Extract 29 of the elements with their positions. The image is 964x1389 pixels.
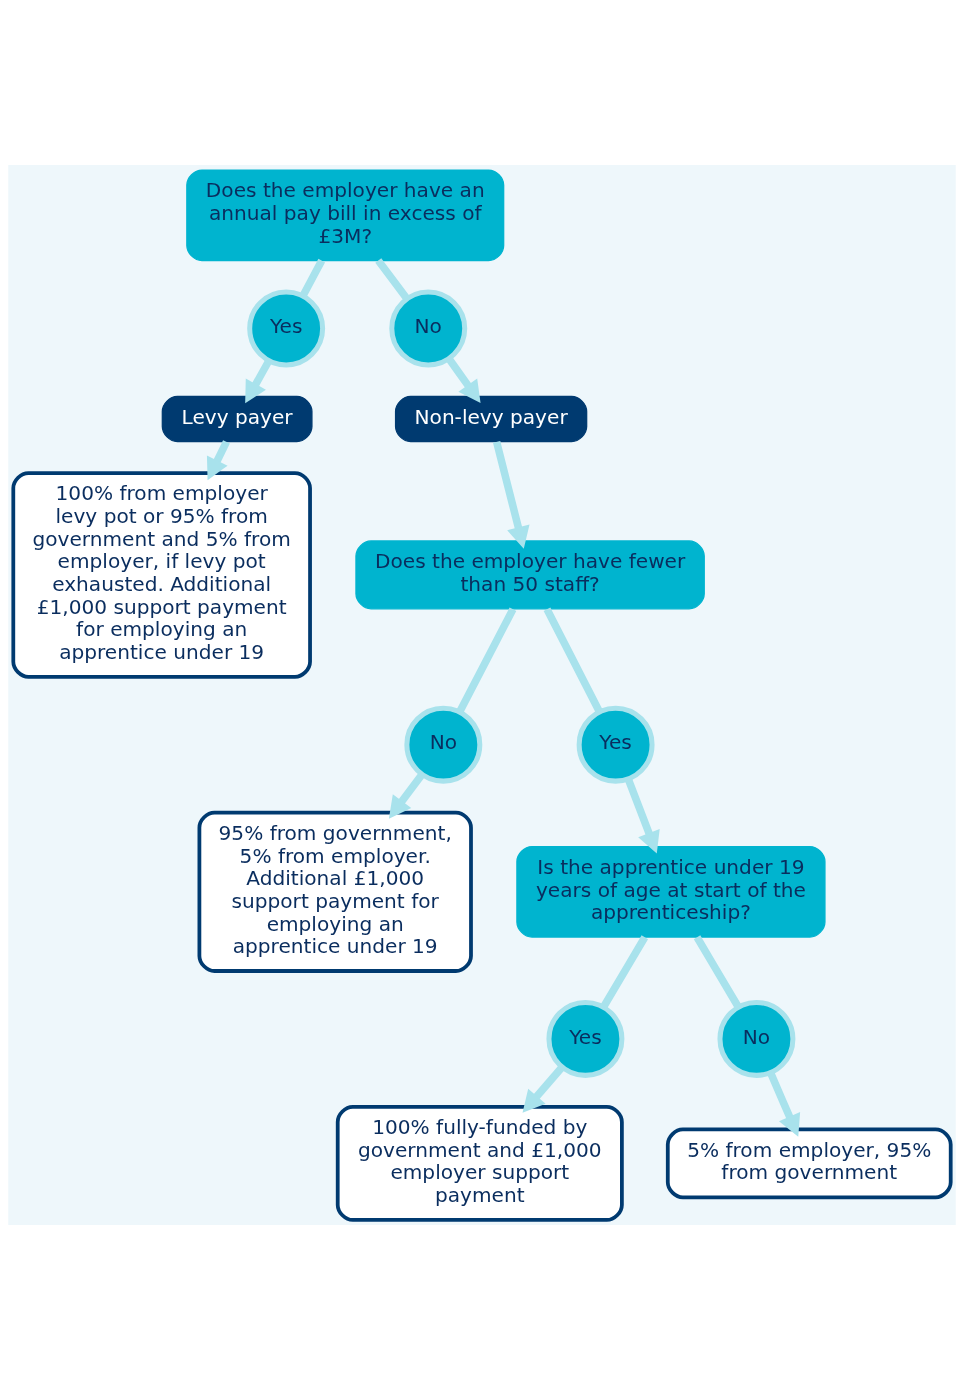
node-box: Is the apprentice under 19 years of age at start of the apprenticeship? xyxy=(516,845,826,938)
arrow xyxy=(522,1064,565,1113)
node-circle: Yes xyxy=(247,289,326,367)
node-box: 100% fully-funded by government and £1,000 employer support payment xyxy=(335,1104,624,1222)
connector xyxy=(600,934,649,1009)
node-box: 5% from employer, 95% from government xyxy=(665,1127,953,1199)
arrow xyxy=(388,771,425,819)
connector xyxy=(693,934,742,1009)
node-box: Does the employer have an annual pay bill in excess of £3M? xyxy=(186,168,505,261)
node-box: Non-levy payer xyxy=(394,395,588,442)
node-circle: Yes xyxy=(546,999,625,1078)
arrow xyxy=(767,1070,801,1137)
node-box: Levy payer xyxy=(161,395,313,442)
arrow xyxy=(624,777,660,854)
arrow xyxy=(206,439,230,480)
arrow xyxy=(446,356,481,403)
node-box: Does the employer have fewer than 50 staff? xyxy=(355,539,705,609)
arrow xyxy=(492,440,530,549)
connector xyxy=(456,607,517,713)
node-circle: No xyxy=(717,999,796,1078)
node-box: 100% from employer levy pot or 95% from government and 5% from employer, if levy pot exhausted. Additional £1,000 support payment for employing an apprentice under 19 xyxy=(11,470,312,679)
node-circle: No xyxy=(389,289,468,367)
connector xyxy=(543,607,603,713)
node-circle: No xyxy=(404,705,483,784)
node-circle: Yes xyxy=(576,705,655,784)
connector xyxy=(299,258,326,298)
arrow xyxy=(245,358,273,403)
node-box: 95% from government, 5% from employer. Additional £1,000 support payment for employing an apprentice under 19 xyxy=(197,810,473,973)
connector xyxy=(375,257,410,301)
